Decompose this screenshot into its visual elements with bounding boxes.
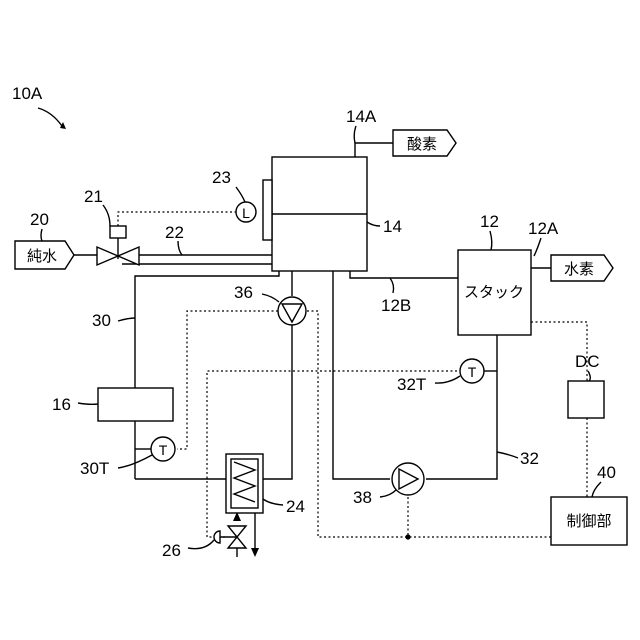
pump36-return [263,325,292,479]
signal-junction [405,534,410,539]
oxygen-outlet-line [355,143,393,157]
line-12b [350,271,458,278]
leader-22 [178,241,182,255]
label-22: 22 [165,223,184,242]
label-38: 38 [353,488,372,507]
label-10a: 10A [12,84,43,103]
label-40: 40 [597,463,616,482]
leader-32 [497,452,518,458]
level-sensor-housing [263,180,272,240]
leader-20 [41,229,42,241]
leader-14a [354,126,356,143]
label-14: 14 [383,217,402,236]
signal-bus [307,311,592,537]
stack-label: スタック [464,283,524,301]
label-26: 26 [162,541,181,560]
label-16: 16 [52,395,71,414]
label-12a: 12A [528,219,559,238]
leader-30 [118,318,135,321]
tank-16 [98,388,173,421]
label-dc: DC [575,352,600,371]
leader-10a [38,108,62,126]
leader-12 [490,231,492,250]
valve-21-actuator [110,226,126,238]
oxygen-label: 酸素 [407,135,437,153]
label-12b: 12B [381,296,411,315]
level-symbol: L [242,205,250,221]
circuit-32-right [426,335,497,479]
hydrogen-label: 水素 [564,260,594,278]
label-30t: 30T [80,459,109,478]
label-24: 24 [286,497,305,516]
leader-24 [263,499,283,505]
leader-38 [380,490,396,497]
leader-40 [592,482,601,497]
label-12: 12 [480,212,499,231]
hx-outlet-arrow [251,548,259,557]
label-32t: 32T [397,375,426,394]
controller-label: 制御部 [566,512,611,530]
leader-14 [367,222,380,226]
leader-36 [262,294,279,302]
label-14a: 14A [346,107,377,126]
leader-23 [236,187,245,202]
label-21: 21 [84,187,103,206]
leader-dc [588,371,590,381]
dc-supply [568,381,604,418]
leader-32t [435,376,460,383]
label-30: 30 [92,311,111,330]
leader-16 [78,403,98,404]
temp-symbol-30t: T [159,442,168,458]
leader-12a [534,238,541,256]
label-20: 20 [30,210,49,229]
label-36: 36 [234,283,253,302]
signal-36 [177,311,278,449]
leader-26 [188,540,214,549]
leader-21 [103,205,110,226]
label-32: 32 [520,449,539,468]
label-23: 23 [212,168,231,187]
valve-26-actuator [214,531,220,543]
pure-water-label: 純水 [27,247,57,265]
temp-symbol-32t: T [468,364,477,380]
leader-12b [390,278,394,293]
